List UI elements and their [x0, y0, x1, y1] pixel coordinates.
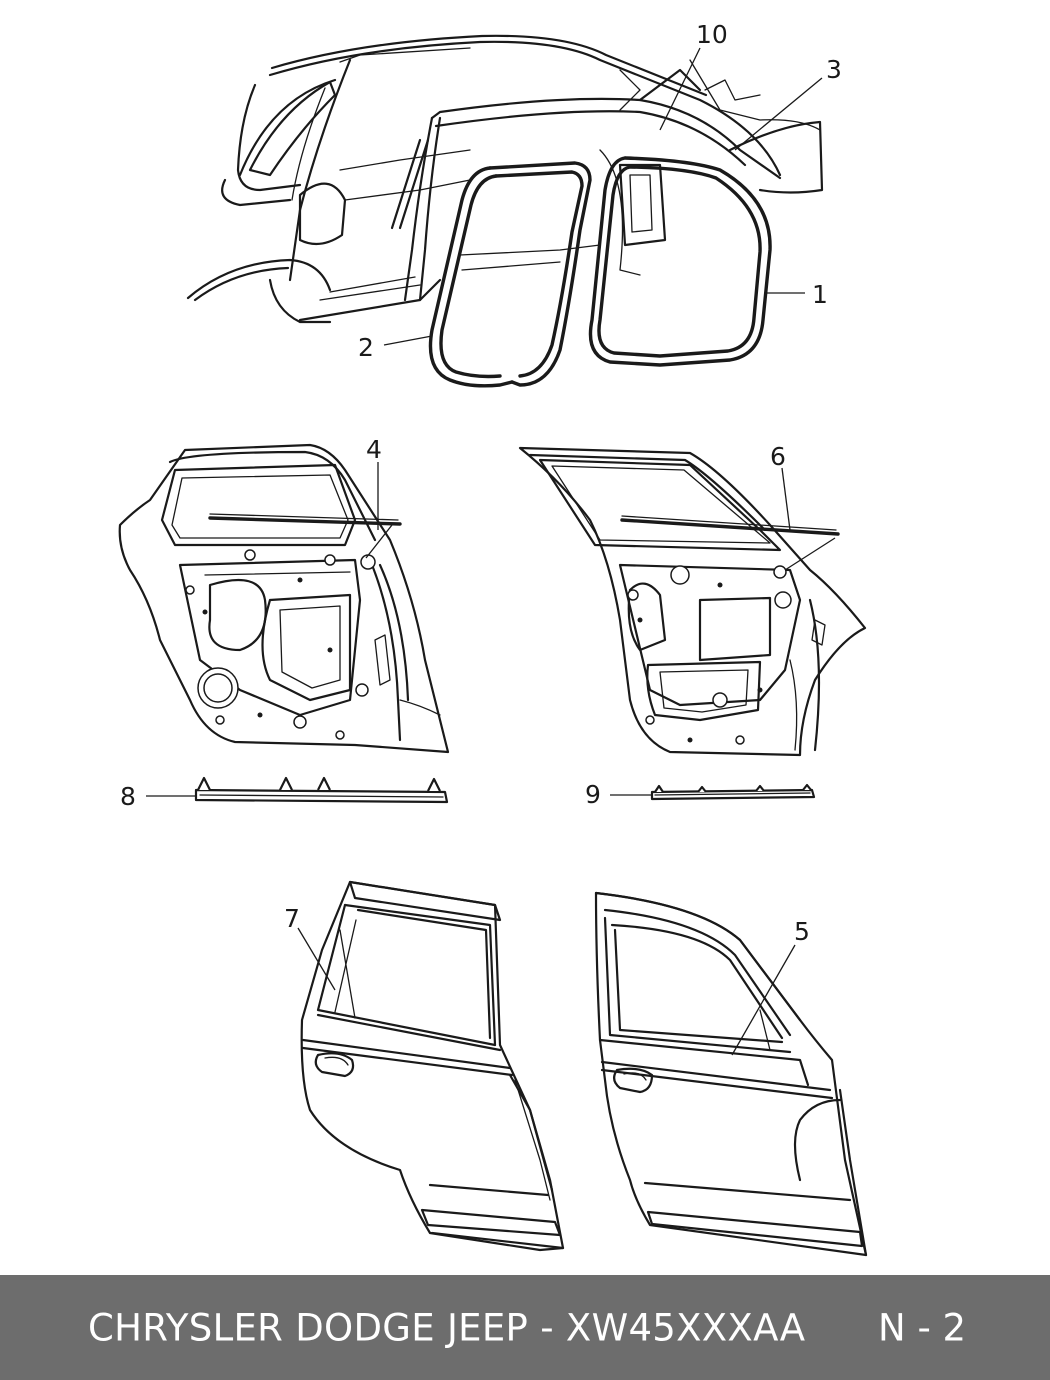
callout-2: 2 [358, 333, 374, 362]
callout-1: 1 [812, 280, 828, 309]
callout-4: 4 [366, 435, 382, 464]
callout-7: 7 [284, 904, 300, 933]
callout-3: 3 [826, 55, 842, 84]
rear-door-opening-weatherstrip [428, 166, 514, 388]
front-door-outer-panel [594, 891, 868, 1257]
front-door-inner-panel [518, 446, 867, 757]
body-side-assembly [186, 34, 824, 388]
rear-door-outer-panel [300, 880, 565, 1252]
callout-5: 5 [794, 917, 810, 946]
footer-title: CHRYSLER DODGE JEEP - XW45XXXAA [88, 1306, 806, 1349]
callout-6: 6 [770, 442, 786, 471]
footer-bar: CHRYSLER DODGE JEEP - XW45XXXAA N - 2 [0, 1275, 1050, 1380]
parts-diagram: 10 3 1 2 4 6 8 9 7 5 [118, 20, 868, 1257]
callout-10: 10 [696, 20, 728, 49]
leader-lines [146, 47, 836, 1056]
rear-door-inner-panel [118, 443, 450, 754]
rear-door-sill-strip [194, 776, 449, 804]
front-door-opening-weatherstrip [588, 156, 772, 367]
footer-page-number: N - 2 [878, 1306, 967, 1349]
front-door-sill-strip [650, 783, 816, 801]
callout-8: 8 [120, 782, 136, 811]
callout-9: 9 [585, 780, 601, 809]
